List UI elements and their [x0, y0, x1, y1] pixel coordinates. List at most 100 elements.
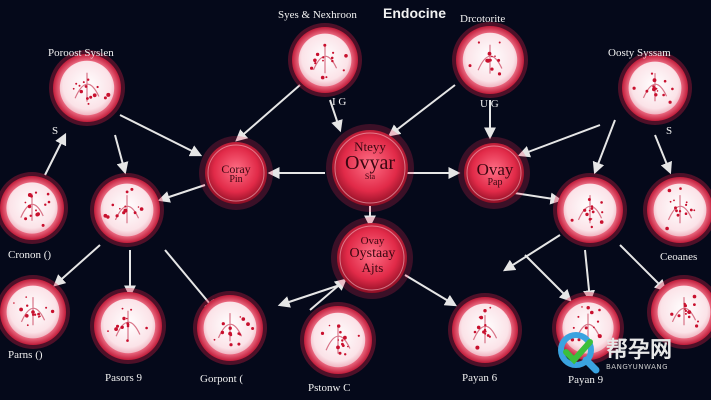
cell-speckle — [490, 67, 494, 71]
cell-speckle — [45, 306, 48, 309]
arrow — [524, 254, 572, 302]
cell-speckle — [322, 56, 325, 59]
core-node — [458, 137, 530, 209]
cell-speckle — [337, 324, 341, 328]
cell-speckle — [491, 55, 493, 58]
label-upper-left: Poroost Syslen — [48, 47, 114, 59]
cell-speckle — [130, 187, 134, 191]
label-left-mid: Cronon () — [8, 249, 52, 261]
cell-speckle — [577, 315, 580, 318]
cell-speckle — [591, 210, 595, 214]
cell-speckle — [116, 324, 119, 328]
cell-speckle — [328, 324, 331, 327]
label-bottom-1: Parns () — [8, 349, 43, 361]
watermark-text: 帮孕网 — [606, 338, 673, 363]
cell-speckle — [37, 316, 40, 318]
cell-speckle — [19, 307, 23, 312]
cell-speckle — [34, 191, 38, 194]
cell-speckle — [313, 58, 317, 63]
cell-speckle — [596, 320, 600, 323]
cell-speckle — [320, 331, 325, 335]
cell-node — [643, 173, 711, 247]
cell-speckle — [588, 217, 592, 221]
cell-speckle — [652, 78, 657, 83]
cell-speckle — [357, 334, 360, 337]
cell-speckle — [96, 85, 99, 89]
cell-speckle — [29, 214, 32, 217]
cell-speckle — [347, 345, 349, 348]
cell-speckle — [673, 199, 675, 202]
cell-speckle — [590, 218, 593, 220]
cell-speckle — [106, 92, 111, 97]
cell-speckle — [50, 309, 55, 314]
label-right-mid: Ceoanes — [660, 251, 698, 263]
cell-speckle — [487, 51, 492, 56]
cell-speckle — [228, 331, 233, 336]
label-bottom-2: Pasors 9 — [105, 372, 142, 384]
cell-speckle — [103, 96, 107, 100]
cell-speckle — [119, 207, 121, 210]
cell-speckle — [632, 86, 636, 90]
cell-speckle — [336, 345, 340, 350]
cell-node — [552, 292, 624, 364]
cell-speckle — [689, 208, 693, 212]
cell-speckle — [583, 208, 587, 212]
cell-speckle — [695, 324, 699, 328]
cell-speckle — [585, 327, 588, 330]
cell-speckle — [674, 206, 677, 210]
cell-speckle — [35, 209, 37, 212]
cell-speckle — [477, 41, 480, 44]
cell-nodes — [0, 22, 711, 378]
cell-speckle — [671, 87, 674, 91]
cell-speckle — [26, 324, 29, 327]
cell-speckle — [86, 97, 89, 100]
cell-speckle — [679, 187, 682, 190]
cell-speckle — [322, 59, 324, 62]
label-bottom-6: Payan 9 — [568, 374, 604, 386]
cell-speckle — [577, 338, 581, 342]
cell-speckle — [498, 41, 501, 44]
cell-speckle — [31, 310, 35, 314]
cell-speckle — [663, 79, 667, 83]
cell-node — [0, 172, 68, 244]
cell-speckle — [339, 330, 342, 334]
cell-speckle — [337, 339, 340, 341]
cell-speckle — [122, 316, 126, 321]
label-top-left-title: Syes & Nexhroon — [278, 9, 357, 21]
cell-speckle — [675, 209, 678, 213]
cell-speckle — [41, 223, 45, 227]
cell-vein — [20, 193, 44, 221]
cell-speckle — [246, 322, 250, 326]
cell-speckle — [228, 326, 232, 330]
cell-speckle — [130, 308, 133, 311]
cell-node — [193, 291, 267, 365]
cell-speckle — [645, 89, 649, 93]
arrow — [53, 244, 101, 287]
cell-speckle — [600, 201, 603, 204]
watermark-subtext: BANGYUNWANG — [606, 363, 669, 371]
cell-speckle — [684, 309, 688, 312]
cell-speckle — [87, 102, 90, 105]
cell-node — [452, 22, 528, 98]
cell-speckle — [24, 217, 28, 221]
cell-speckle — [37, 312, 40, 316]
cell-speckle — [588, 209, 591, 212]
label-top-right-title: Drcotorite — [460, 13, 506, 25]
cell-speckle — [685, 203, 688, 206]
cell-node — [0, 275, 70, 349]
label-left-mark: S — [52, 125, 59, 137]
arrow — [583, 249, 596, 303]
cell-speckle — [593, 326, 595, 329]
arrow — [619, 244, 667, 292]
label-top-center-mark: I G — [332, 96, 347, 108]
cell-speckle — [683, 302, 686, 306]
cell-node — [553, 173, 627, 247]
cell-speckle — [570, 218, 574, 222]
cell-speckle — [229, 343, 233, 347]
cell-speckle — [25, 296, 28, 298]
cell-speckle — [46, 192, 50, 196]
core-nodes — [199, 124, 530, 299]
cell-speckle — [344, 353, 347, 356]
cell-speckle — [213, 338, 216, 341]
cell-speckle — [489, 306, 492, 309]
